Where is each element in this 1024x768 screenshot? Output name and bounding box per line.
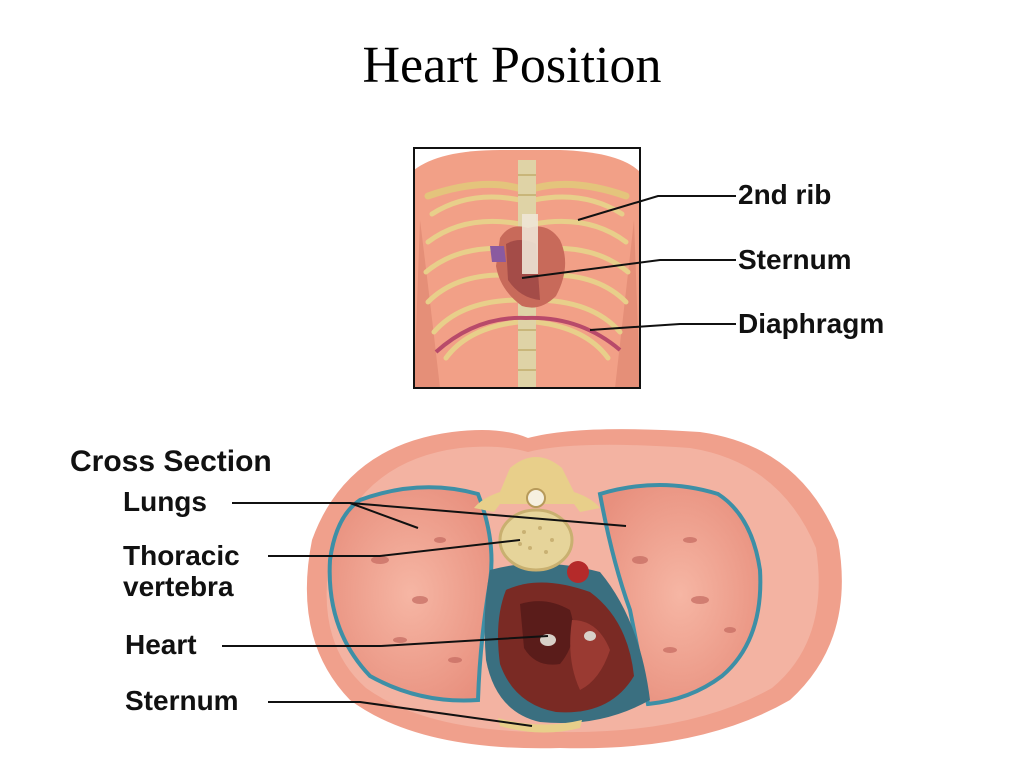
label-diaphragm: Diaphragm — [738, 308, 885, 339]
leader-line-rib — [577, 195, 736, 221]
label-lungs: Lungs — [123, 486, 207, 517]
leader-line-heart — [222, 635, 549, 647]
slide-title: Heart Position — [362, 37, 662, 94]
leader-line-cross-sternum — [268, 701, 533, 727]
label-thoracic: Thoracic — [123, 540, 240, 571]
cross-section-heading: Cross Section — [70, 445, 272, 478]
label-sternum-cross: Sternum — [125, 685, 239, 716]
leader-line-lungs-right — [349, 502, 627, 527]
leader-line-vertebra — [268, 539, 521, 557]
cross-section-illustration — [306, 429, 842, 749]
label-vertebra: vertebra — [123, 571, 234, 602]
leader-line-diaphragm — [589, 323, 736, 331]
label-sternum-front: Sternum — [738, 244, 852, 275]
label-2nd-rib: 2nd rib — [738, 179, 832, 210]
label-heart: Heart — [125, 629, 197, 660]
leader-line-sternum — [521, 259, 736, 279]
